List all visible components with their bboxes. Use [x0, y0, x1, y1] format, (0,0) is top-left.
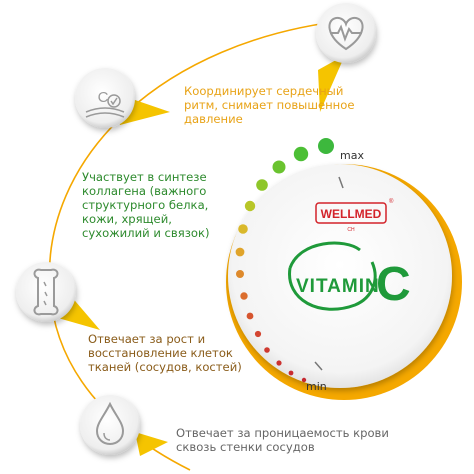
bone-icon: [16, 262, 76, 322]
scale-dot: [235, 247, 245, 257]
pointer-wedge-4: [135, 432, 168, 456]
scale-dot: [293, 146, 309, 162]
vitamin-disk: [228, 164, 452, 388]
scale-dot: [264, 347, 270, 353]
heart-pulse-icon: [316, 3, 376, 63]
scale-dot: [244, 200, 256, 212]
vitamin-letter: C: [376, 258, 411, 311]
pointer-wedge-1: [318, 55, 345, 112]
svg-text:C: C: [98, 89, 109, 106]
scale-min-label: min: [306, 380, 327, 393]
benefit-text-drop: Отвечает за проницаемость крови сквозь с…: [176, 426, 389, 454]
vitamin-word: VITAMIN: [296, 276, 380, 297]
brand-logo: WELLMED CH ®: [315, 198, 394, 233]
scale-dot: [301, 377, 307, 383]
scale-dot: [318, 138, 334, 154]
lemon-outline: [288, 241, 377, 311]
svg-text:WELLMED: WELLMED: [321, 207, 382, 221]
drop-icon: [80, 395, 140, 455]
skin-layers-icon: C: [75, 68, 135, 128]
benefit-text-heart: Координирует сердечный ритм, снимает пов…: [184, 84, 355, 126]
level-scale: [235, 138, 334, 383]
svg-text:CH: CH: [347, 227, 355, 233]
dial-tick: [314, 361, 323, 371]
scale-dot: [238, 224, 248, 234]
dial-tick: [338, 176, 344, 189]
scale-dot: [288, 370, 294, 376]
scale-dot: [256, 179, 268, 191]
benefit-text-collagen: Участвует в синтезе коллагена (важного с…: [82, 170, 210, 240]
scale-max-label: max: [340, 149, 364, 162]
scale-dot: [272, 160, 286, 174]
scale-dot: [240, 292, 248, 300]
scale-dot: [276, 360, 282, 366]
svg-text:®: ®: [389, 198, 394, 205]
scale-dot: [246, 312, 254, 320]
scale-dot: [254, 330, 262, 338]
benefit-text-bone: Отвечает за рост и восстановление клеток…: [88, 332, 242, 374]
scale-dot: [236, 270, 244, 278]
